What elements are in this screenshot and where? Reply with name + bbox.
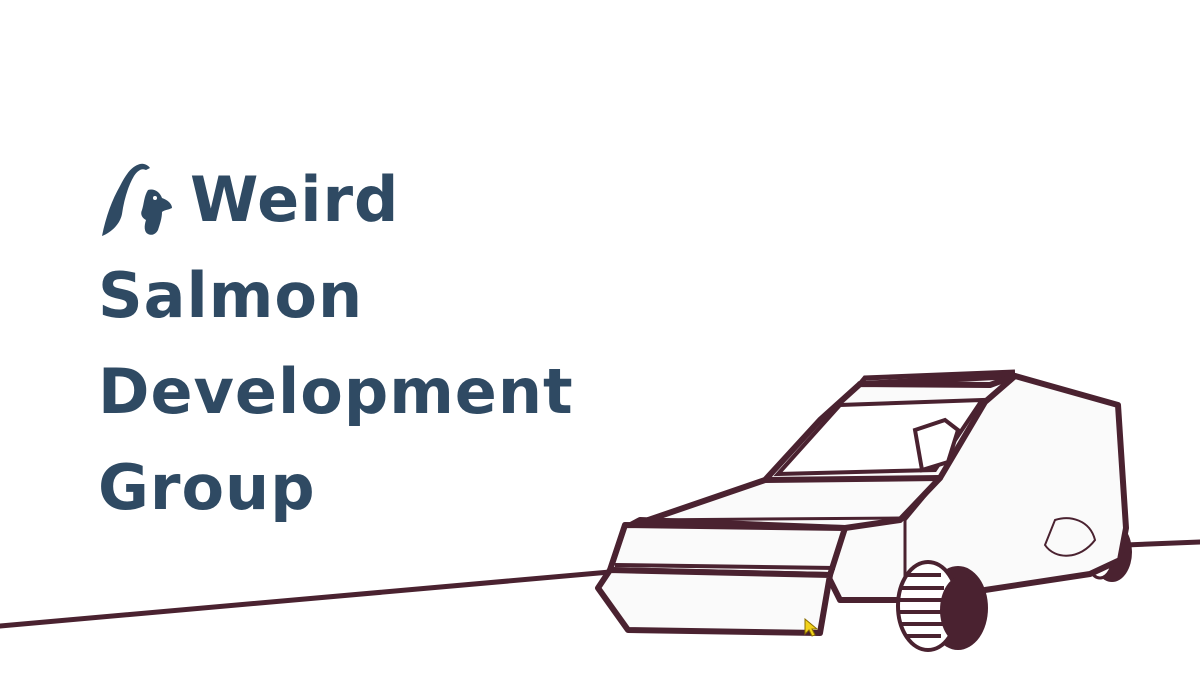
ground-line-left <box>0 569 613 629</box>
title-word-salmon: Salmon <box>98 259 364 332</box>
ground-line-right <box>1122 539 1200 548</box>
title-word-weird: Weird <box>190 163 400 236</box>
mouse-pointer-icon <box>804 618 819 637</box>
front-wheel <box>896 560 988 652</box>
title-word-development: Development <box>98 355 574 428</box>
title-line-3: Development <box>98 344 658 440</box>
title-line-1: Weird <box>98 152 658 248</box>
salmon-icon <box>102 163 172 236</box>
brand-title: Weird Salmon Development Group <box>98 152 658 536</box>
title-line-2: Salmon <box>98 248 658 344</box>
seat-shape <box>912 417 961 473</box>
title-line-4: Group <box>98 440 658 536</box>
title-word-group: Group <box>98 451 316 524</box>
